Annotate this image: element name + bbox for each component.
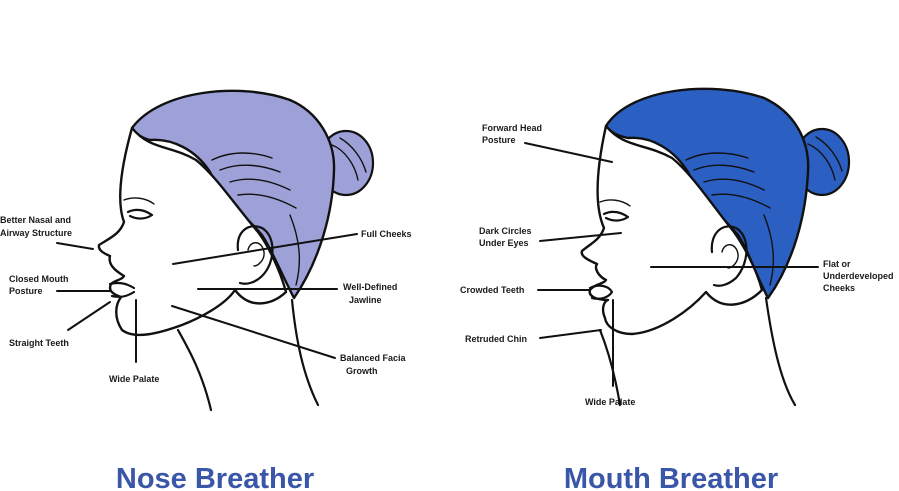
mouth-label-cheeks-2: Underdeveloped: [823, 271, 894, 281]
nose-neck-back: [290, 298, 320, 407]
mouth-leader-circles: [539, 232, 622, 242]
nose-leader-teeth: [67, 301, 111, 331]
nose-breather-illustration: [97, 89, 375, 412]
nose-label-mouth-1: Closed Mouth: [9, 274, 69, 284]
nose-label-mouth-2: Posture: [9, 286, 43, 296]
mouth-breather-title: Mouth Breather: [564, 463, 778, 491]
nose-label-cheeks: Full Cheeks: [361, 229, 412, 239]
nose-eye: [126, 208, 154, 220]
nose-label-palate: Wide Palate: [109, 374, 159, 384]
mouth-label-head-2: Posture: [482, 135, 516, 145]
nose-label-nasal-2: Airway Structure: [0, 228, 72, 238]
mouth-face: [580, 124, 764, 336]
nose-leader-growth: [171, 305, 336, 359]
mouth-open-lips: [588, 284, 614, 300]
mouth-hair: [604, 87, 810, 300]
nose-ear: [236, 225, 274, 285]
nose-neck-front: [176, 328, 213, 412]
mouth-leader-chin: [539, 329, 602, 339]
mouth-neck-back: [764, 296, 797, 407]
mouth-ear: [710, 225, 748, 287]
nose-breather-title: Nose Breather: [116, 463, 314, 491]
mouth-label-chin: Retruded Chin: [465, 334, 527, 344]
nose-label-jaw-2: Jawline: [349, 295, 382, 305]
nose-leader-cheeks: [172, 233, 358, 265]
mouth-label-head-1: Forward Head: [482, 123, 542, 133]
mouth-label-cheeks-1: Flat or: [823, 259, 851, 269]
mouth-eye: [602, 210, 630, 222]
nose-lips: [108, 281, 136, 298]
nose-label-nasal-1: Better Nasal and: [0, 215, 71, 225]
mouth-label-cheeks-3: Cheeks: [823, 283, 855, 293]
nose-label-growth-2: Growth: [346, 366, 378, 376]
mouth-label-teeth: Crowded Teeth: [460, 285, 524, 295]
mouth-breather-illustration: [580, 87, 851, 407]
mouth-label-circles-2: Under Eyes: [479, 238, 529, 248]
nose-label-teeth: Straight Teeth: [9, 338, 69, 348]
nose-label-growth-1: Balanced Facia: [340, 353, 407, 363]
mouth-label-circles-1: Dark Circles: [479, 226, 532, 236]
mouth-neck-front: [598, 328, 622, 407]
nose-leader-nasal: [56, 242, 94, 250]
nose-label-jaw-1: Well-Defined: [343, 282, 397, 292]
mouth-label-palate: Wide Palate: [585, 397, 635, 407]
mouth-leader-head: [524, 142, 613, 163]
